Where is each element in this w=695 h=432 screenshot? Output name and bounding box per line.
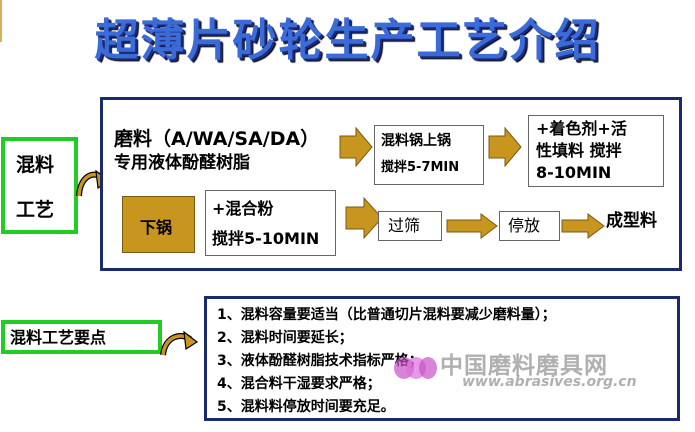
step-result-text: 成型料 [606, 211, 657, 231]
edge-line [0, 0, 2, 42]
resin-text: 专用液体酚醛树脂 [114, 153, 250, 173]
point-3: 3、液体酚醛树脂技术指标严格； [217, 353, 423, 369]
step-sieve-text: 过筛 [388, 216, 421, 235]
page-title: 超薄片砂轮生产工艺介绍 [94, 15, 601, 66]
point-5: 5、混料料停放时间要充足。 [217, 399, 395, 415]
arrow-right-icon [488, 126, 522, 168]
label-line-2: 工艺 [16, 199, 55, 221]
step-unload-box: 下锅 [122, 196, 195, 253]
point-4: 4、混合料干湿要求严格； [217, 376, 381, 392]
key-points-label: 混料工艺要点 [10, 328, 107, 347]
step-additives-box: +着色剂+活 性填料 搅拌 8-10MIN [528, 115, 664, 187]
point-1: 1、混料容量要适当（比普通切片混料要减少磨料量）； [217, 307, 556, 323]
step-rest-box: 停放 [499, 211, 560, 241]
step-unload-text: 下锅 [140, 218, 173, 237]
curved-arrow-icon [160, 330, 199, 356]
arrow-right-icon [446, 213, 498, 239]
step-mixpowder-line-2: 搅拌5-10MIN [212, 229, 320, 248]
mixing-process-label-box: 混料 工艺 [1, 137, 78, 234]
watermark-site-name: 中国磨料磨具网 [440, 353, 608, 379]
step-mixer-box: 混料锅上锅 搅拌5-7MIN [374, 125, 484, 185]
step-mixpowder-box: +混合粉 搅拌5-10MIN [205, 190, 336, 256]
step-rest-text: 停放 [508, 216, 541, 235]
key-points-label-box: 混料工艺要点 [1, 320, 162, 354]
arrow-right-icon [561, 213, 605, 239]
watermark-url: www.abrasives.org.cn [462, 374, 637, 390]
key-points-box: 1、混料容量要适当（比普通切片混料要减少磨料量）； 2、混料时间要延长； 3、液… [204, 296, 680, 421]
arrow-right-icon [345, 196, 383, 240]
step-mixpowder-line-1: +混合粉 [212, 199, 274, 218]
point-2: 2、混料时间要延长； [217, 330, 353, 346]
step-mixer-line-1: 混料锅上锅 [381, 133, 451, 149]
step-mixer-line-2: 搅拌5-7MIN [381, 160, 460, 175]
step-sieve-box: 过筛 [378, 211, 442, 241]
step-additives-line-2: 性填料 搅拌 [536, 141, 622, 160]
watermark-logo-icon [394, 357, 437, 379]
step-additives-line-3: 8-10MIN [536, 163, 612, 182]
arrow-right-icon [339, 126, 373, 168]
step-additives-line-1: +着色剂+活 [536, 119, 627, 138]
abrasive-materials-text: 磨料（A/WA/SA/DA） [114, 128, 320, 150]
label-line-1: 混料 [16, 154, 55, 176]
